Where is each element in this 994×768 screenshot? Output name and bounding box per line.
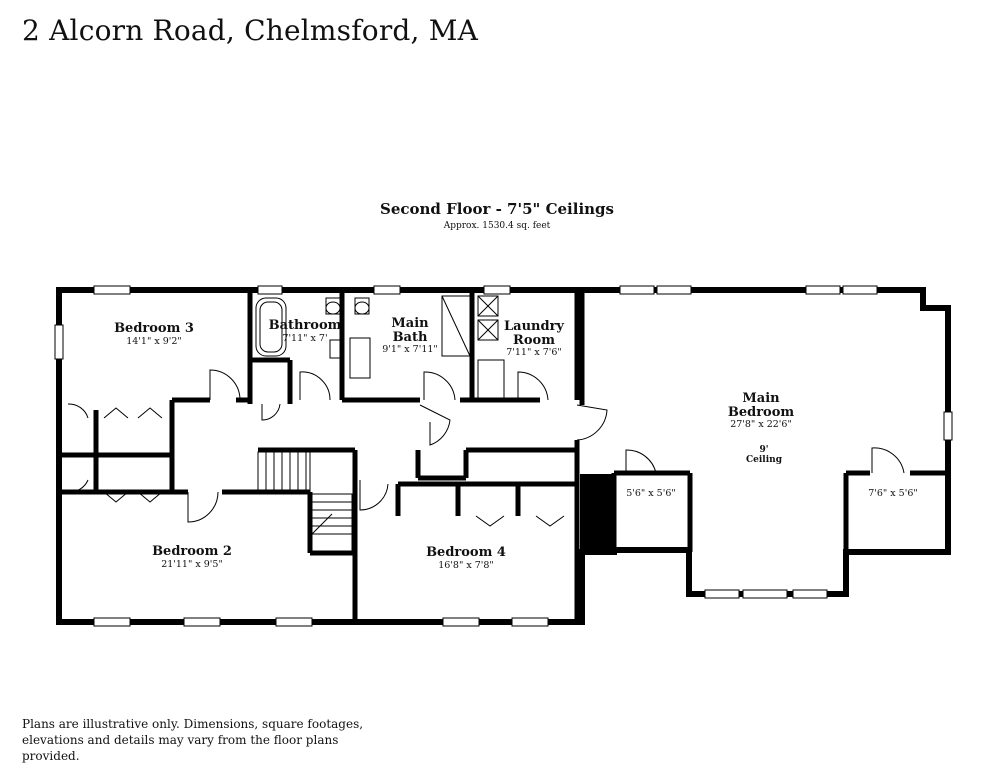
room-bedroom-4: Bedroom 4 16'8" x 7'8" bbox=[426, 545, 506, 571]
room-name-line-2: Bath bbox=[393, 330, 428, 345]
room-dimensions: 7'6" x 5'6" bbox=[868, 488, 918, 499]
room-dimensions: 16'8" x 7'8" bbox=[438, 560, 494, 571]
property-address: 2 Alcorn Road, Chelmsford, MA bbox=[22, 14, 479, 47]
room-dimensions: 7'11" x 7' bbox=[282, 333, 327, 344]
chimney bbox=[580, 474, 614, 550]
room-dimensions: 5'6" x 5'6" bbox=[626, 488, 676, 499]
room-dimensions: 21'11" x 9'5" bbox=[161, 559, 223, 570]
room-name-line-2: Bedroom bbox=[728, 405, 795, 420]
exterior-walls bbox=[56, 287, 951, 625]
room-name: Bedroom 3 bbox=[114, 321, 194, 336]
room-closet-right: 7'6" x 5'6" bbox=[868, 488, 918, 499]
room-bedroom-2: Bedroom 2 21'11" x 9'5" bbox=[152, 544, 232, 570]
room-laundry: Laundry Room 7'11" x 7'6" bbox=[504, 319, 564, 358]
room-main-bath: Main Bath 9'1" x 7'11" bbox=[382, 316, 438, 355]
closet-doors bbox=[103, 407, 565, 527]
ceiling-height: 9' bbox=[759, 445, 768, 455]
ceiling-label: Ceiling bbox=[746, 455, 783, 465]
bath-fixtures bbox=[255, 295, 560, 449]
room-name-line-1: Laundry bbox=[504, 319, 564, 334]
room-name: Bathroom bbox=[269, 318, 342, 333]
room-bedroom-3: Bedroom 3 14'1" x 9'2" bbox=[114, 321, 194, 347]
disclaimer: Plans are illustrative only. Dimensions,… bbox=[22, 717, 364, 763]
room-dimensions: 27'8" x 22'6" bbox=[730, 419, 792, 430]
room-dimensions: 7'11" x 7'6" bbox=[506, 347, 562, 358]
room-name-line-2: Room bbox=[513, 333, 555, 348]
windows bbox=[54, 285, 953, 627]
room-closet-left: 5'6" x 5'6" bbox=[626, 488, 676, 499]
room-name-line-1: Main bbox=[391, 316, 429, 331]
floor-title: Second Floor - 7'5" Ceilings bbox=[380, 200, 614, 218]
interior-walls bbox=[59, 290, 948, 622]
room-bathroom: Bathroom 7'11" x 7' bbox=[269, 318, 342, 344]
room-name: Bedroom 2 bbox=[152, 544, 232, 559]
floor-area: Approx. 1530.4 sq. feet bbox=[443, 221, 551, 231]
room-dimensions: 14'1" x 9'2" bbox=[126, 336, 182, 347]
door-swings bbox=[67, 369, 905, 523]
room-name: Bedroom 4 bbox=[426, 545, 506, 560]
room-dimensions: 9'1" x 7'11" bbox=[382, 344, 438, 355]
staircase bbox=[257, 451, 353, 553]
room-main-bedroom: Main Bedroom 27'8" x 22'6" 9' Ceiling bbox=[728, 391, 795, 465]
room-name-line-1: Main bbox=[742, 391, 780, 406]
